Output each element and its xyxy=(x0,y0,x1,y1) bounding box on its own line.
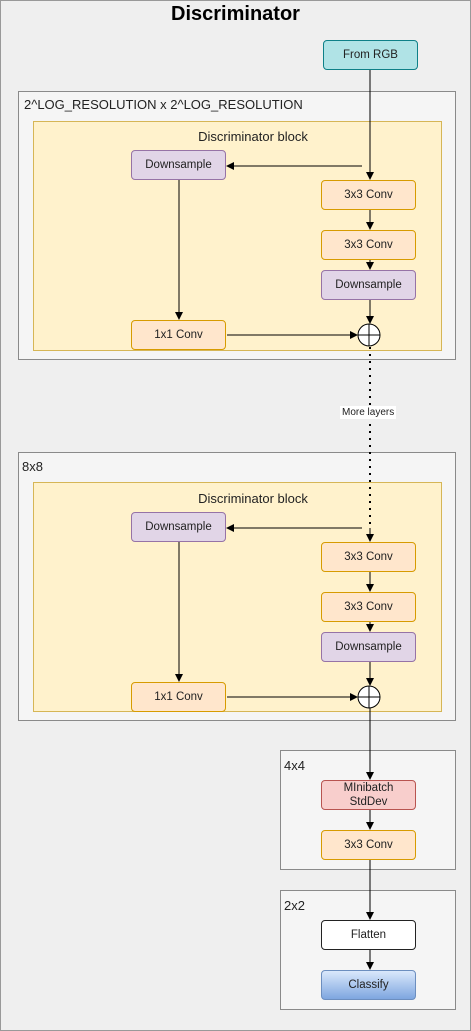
top-conv1x1-node[interactable]: 1x1 Conv xyxy=(131,320,226,350)
diagram-title: Discriminator xyxy=(171,3,300,25)
mid-downsample-node[interactable]: Downsample xyxy=(321,632,416,662)
top-downsample-skip-node[interactable]: Downsample xyxy=(131,150,226,180)
section-8x8-label: 8x8 xyxy=(22,459,43,474)
mid-conv3x3-1-node[interactable]: 3x3 Conv xyxy=(321,542,416,572)
section-4x4-label: 4x4 xyxy=(284,758,305,773)
mid-downsample-skip-node[interactable]: Downsample xyxy=(131,512,226,542)
classify-node[interactable]: Classify xyxy=(321,970,416,1000)
block-top-title: Discriminator block xyxy=(198,129,308,144)
from-rgb-node[interactable]: From RGB xyxy=(323,40,418,70)
more-layers-label: More layers xyxy=(340,406,397,419)
top-downsample-node[interactable]: Downsample xyxy=(321,270,416,300)
section-2x2-label: 2x2 xyxy=(284,898,305,913)
section-2x2 xyxy=(280,890,456,1010)
section-top-label: 2^LOG_RESOLUTION x 2^LOG_RESOLUTION xyxy=(24,97,303,112)
mid-conv1x1-node[interactable]: 1x1 Conv xyxy=(131,682,226,712)
minibatch-stddev-node[interactable]: MInibatch StdDev xyxy=(321,780,416,810)
4x4-conv3x3-node[interactable]: 3x3 Conv xyxy=(321,830,416,860)
block-8x8-title: Discriminator block xyxy=(198,491,308,506)
top-conv3x3-1-node[interactable]: 3x3 Conv xyxy=(321,180,416,210)
top-conv3x3-2-node[interactable]: 3x3 Conv xyxy=(321,230,416,260)
flatten-node[interactable]: Flatten xyxy=(321,920,416,950)
mid-conv3x3-2-node[interactable]: 3x3 Conv xyxy=(321,592,416,622)
